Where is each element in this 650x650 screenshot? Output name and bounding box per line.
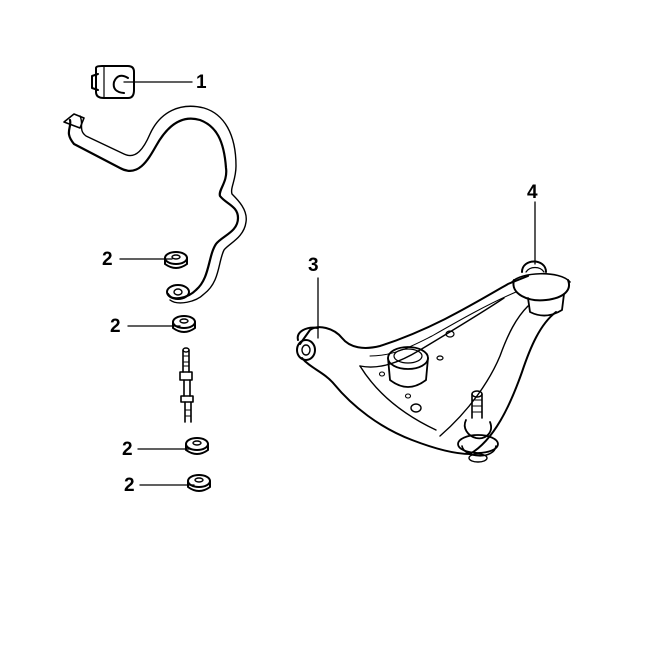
link-bushing-upper	[164, 251, 188, 269]
callout-2d: 2	[124, 475, 135, 496]
callout-3: 3	[308, 255, 319, 276]
callout-2a: 2	[102, 249, 113, 270]
rear-bushing	[511, 260, 571, 317]
link-bushing-third	[185, 437, 209, 455]
callout-4: 4	[527, 182, 538, 203]
stabilizer-link-bolt	[179, 347, 194, 423]
stabilizer-bar	[63, 105, 247, 304]
leader-lines	[119, 81, 536, 486]
link-bushing-second	[172, 315, 196, 333]
lower-control-arm	[296, 275, 557, 455]
callout-1: 1	[196, 72, 207, 93]
callout-2c: 2	[122, 439, 133, 460]
ball-joint-stud	[457, 390, 499, 463]
link-bushing-lower	[187, 474, 211, 492]
callout-2b: 2	[110, 316, 121, 337]
stabilizer-bushing	[91, 65, 135, 99]
